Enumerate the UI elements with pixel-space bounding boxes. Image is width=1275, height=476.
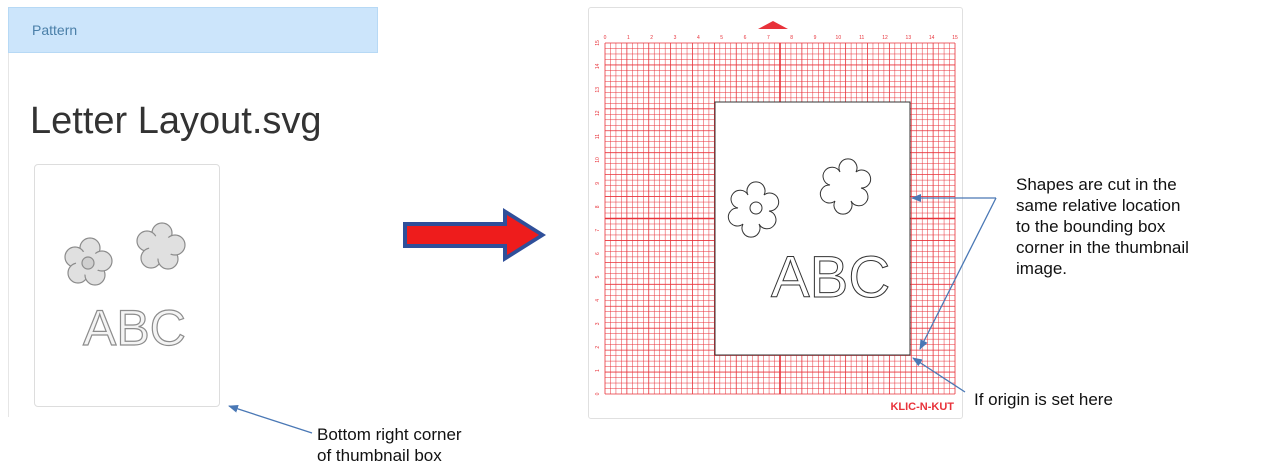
x-tick-label: 11 [859, 35, 864, 41]
y-tick-label: 4 [595, 299, 601, 302]
x-tick-label: 7 [767, 35, 770, 41]
arrow-thumbnail-corner [228, 404, 313, 434]
x-tick-label: 5 [720, 35, 723, 41]
corner-note-line: Bottom right corner [317, 425, 462, 444]
mat-brand-label: KLIC-N-KUT [890, 401, 954, 413]
x-tick-label: 15 [952, 35, 958, 41]
x-tick-label: 3 [674, 35, 677, 41]
y-tick-label: 11 [595, 134, 601, 139]
y-tick-label: 7 [595, 229, 601, 232]
x-tick-label: 13 [906, 35, 912, 41]
mat-flower-right [819, 158, 872, 215]
y-tick-label: 3 [595, 322, 601, 325]
y-tick-label: 15 [595, 40, 601, 46]
x-tick-label: 4 [697, 35, 700, 41]
y-tick-label: 14 [595, 63, 601, 69]
panel-border [8, 53, 9, 417]
mat-flower-left [727, 181, 780, 238]
y-tick-label: 5 [595, 275, 601, 278]
x-tick-label: 1 [627, 35, 630, 41]
x-tick-label: 9 [814, 35, 817, 41]
y-tick-label: 0 [595, 392, 601, 395]
y-tick-label: 6 [595, 252, 601, 255]
arrow-to-box-corner [919, 197, 997, 350]
thumbnail-image: ABC [64, 222, 186, 357]
thumbnail-letters: ABC [83, 300, 186, 356]
shapes-note-line: to the bounding box [1016, 217, 1166, 236]
panel-header-label: Pattern [32, 22, 78, 38]
arrow-origin [912, 357, 966, 393]
x-tick-label: 8 [790, 35, 793, 41]
shapes-note: Shapes are cut in the same relative loca… [1016, 174, 1266, 279]
mat-top-marker-icon [758, 21, 788, 29]
y-tick-label: 9 [595, 182, 601, 185]
x-tick-label: 0 [604, 35, 607, 41]
x-tick-label: 12 [882, 35, 888, 41]
shapes-note-line: same relative location [1016, 196, 1181, 215]
file-title: Letter Layout.svg [30, 100, 322, 142]
x-tick-label: 10 [836, 35, 842, 41]
y-tick-label: 12 [595, 110, 601, 116]
corner-note: Bottom right corner of thumbnail box [317, 424, 537, 466]
y-tick-label: 8 [595, 205, 601, 208]
pattern-panel: Pattern [0, 7, 378, 417]
shapes-note-line: corner in the thumbnail [1016, 238, 1189, 257]
y-tick-label: 10 [595, 157, 601, 163]
x-tick-label: 14 [929, 35, 935, 41]
right-arrow-icon [403, 208, 546, 262]
thumbnail-flower-left [64, 237, 113, 286]
origin-note: If origin is set here [974, 390, 1113, 409]
mat-letters: ABC [771, 245, 890, 310]
panel-header: Pattern [8, 7, 378, 53]
corner-note-line: of thumbnail box [317, 446, 442, 465]
y-tick-label: 1 [595, 369, 601, 372]
shapes-note-line: image. [1016, 259, 1068, 278]
x-tick-label: 2 [650, 35, 653, 41]
thumbnail-flower-right [136, 222, 186, 270]
y-tick-label: 13 [595, 87, 601, 93]
x-tick-label: 6 [744, 35, 747, 41]
thumbnail-box[interactable]: ABC [34, 164, 220, 407]
shapes-note-line: Shapes are cut in the [1016, 175, 1177, 194]
y-tick-label: 2 [595, 346, 601, 349]
